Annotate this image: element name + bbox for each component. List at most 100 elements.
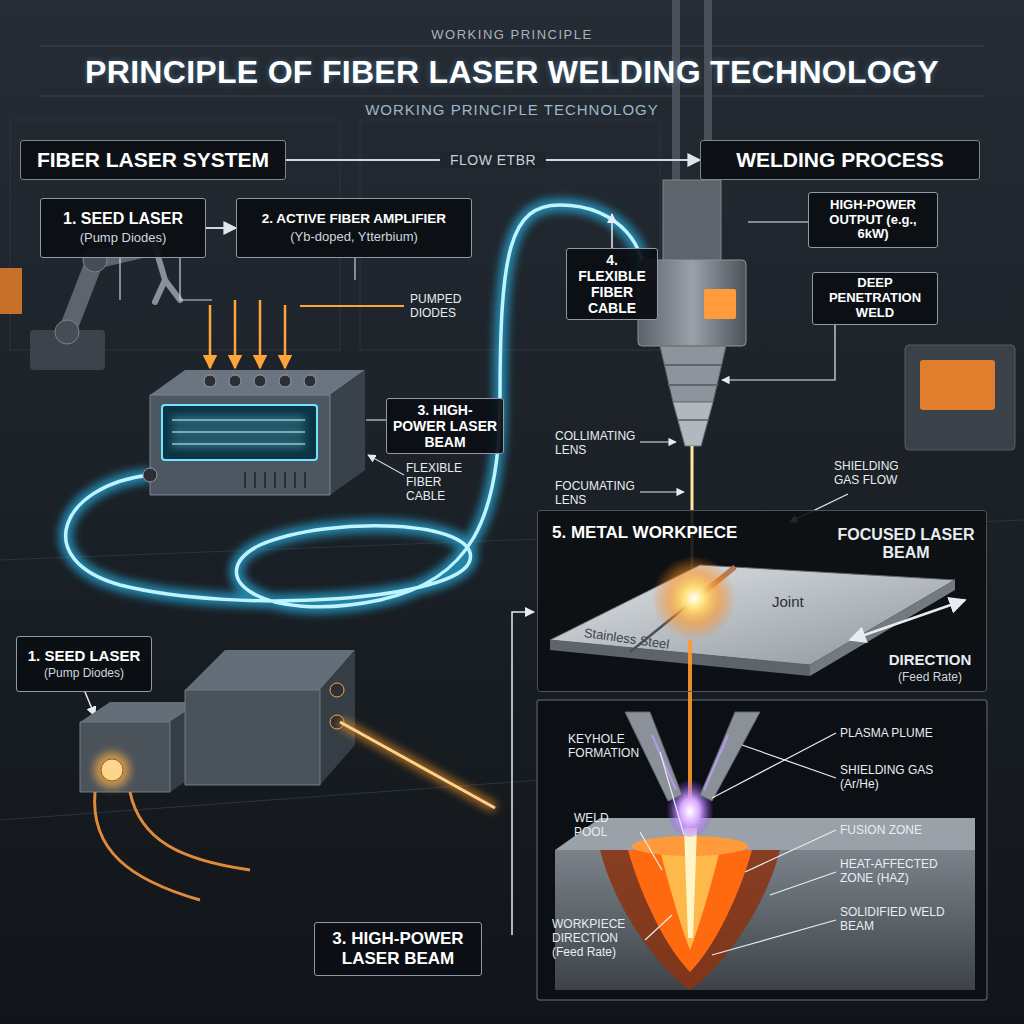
keyhole <box>684 828 697 938</box>
callout-label: PLASMA PLUME <box>840 727 980 741</box>
head-nozzle <box>660 346 726 402</box>
control-screen <box>920 360 995 410</box>
subtitle-text: WORKING PRINCIPLE <box>0 28 1024 43</box>
node-heading: 1. SEED LASER <box>28 647 141 664</box>
device-front <box>80 722 170 792</box>
leader-line <box>366 419 386 420</box>
node-subtext: (Pump Diodes) <box>44 666 124 680</box>
callout-label: FLEXIBLE FIBER CABLE <box>406 462 482 503</box>
leader-line <box>368 455 404 475</box>
pump-arrow <box>234 300 237 368</box>
amplifier-window <box>162 405 317 460</box>
leader-line <box>660 752 684 835</box>
callout-label: COLLIMATING LENS <box>555 430 639 458</box>
pump-arrow <box>259 300 262 368</box>
pump-port <box>254 375 266 387</box>
node-heading: 4. FLEXIBLE FIBER CABLE <box>572 252 652 316</box>
process-box: 2. ACTIVE FIBER AMPLIFIER(Yb-doped, Ytte… <box>236 198 472 258</box>
node-heading: 1. SEED LASER <box>63 210 183 228</box>
callout-label: PUMPED DIODES <box>410 293 482 321</box>
leader-arrow <box>722 322 835 380</box>
leader-line <box>770 872 836 895</box>
leader-line <box>645 915 672 940</box>
node-heading: 3. HIGH-POWER LASER BEAM <box>392 402 498 450</box>
leader-arrow <box>640 491 684 492</box>
leader-arrow <box>512 612 534 935</box>
device-top <box>150 370 365 395</box>
leader-line <box>712 920 836 955</box>
control-unit <box>905 345 1015 450</box>
subtitle-text: WORKING PRINCIPLE TECHNOLOGY <box>0 101 1024 118</box>
callout-label: FUSION ZONE <box>840 824 980 838</box>
node-heading: HIGH-POWER OUTPUT (e.g., 6kW) <box>814 198 932 243</box>
process-box: 4. FLEXIBLE FIBER CABLE <box>566 248 658 320</box>
diagram-title: PRINCIPLE OF FIBER LASER WELDING TECHNOL… <box>0 54 1024 91</box>
nozzle-ring <box>668 384 718 386</box>
robot-link <box>67 246 155 332</box>
device-side <box>330 370 365 495</box>
amplifier-device <box>143 370 404 495</box>
title-rule <box>40 96 984 97</box>
process-box: HIGH-POWER OUTPUT (e.g., 6kW) <box>808 192 938 248</box>
pump-leader <box>300 305 404 307</box>
header-box: WELDING PROCESS <box>700 140 980 180</box>
section-leaders <box>640 733 836 955</box>
leader-line <box>640 832 662 870</box>
title-rule <box>40 46 984 47</box>
cross-section-panel <box>537 700 987 1000</box>
head-display <box>704 289 736 319</box>
nozzle-ring <box>664 364 722 366</box>
node-heading: 2. ACTIVE FIBER AMPLIFIER <box>262 211 446 227</box>
process-box: 1. SEED LASER (Pump Diodes) <box>16 636 152 692</box>
vent-slot <box>304 472 306 488</box>
plate-edge <box>550 640 810 676</box>
process-box: 3. HIGH-POWER LASER BEAM <box>314 922 482 976</box>
callout-label: SHIELDING GAS (Ar/He) <box>840 764 950 792</box>
callout-label: KEYHOLE FORMATION <box>568 733 660 761</box>
warning-light <box>0 268 22 314</box>
pump-port <box>204 375 216 387</box>
leader-arrow <box>640 441 676 442</box>
node-heading: 5. METAL WORKPIECE <box>552 523 737 543</box>
leader-line <box>180 258 212 300</box>
callout-label: SHIELDING GAS FLOW <box>834 460 926 488</box>
vent-slot <box>244 472 246 488</box>
process-box: DEEP PENETRATION WELD <box>812 272 938 325</box>
vent-slot <box>284 472 286 488</box>
node-heading: 3. HIGH-POWER LASER BEAM <box>320 929 476 968</box>
pump-arrow <box>209 305 212 368</box>
direction-arrow <box>850 600 965 640</box>
pump-port <box>279 375 291 387</box>
leader-line <box>712 733 836 798</box>
device-side <box>320 650 355 785</box>
leader-line <box>119 258 120 300</box>
device-front <box>185 690 320 785</box>
leader-line <box>745 830 836 872</box>
callout-label: Joint <box>772 593 832 610</box>
amplifier-coil <box>172 420 305 444</box>
beam-glow <box>340 722 495 808</box>
head-column <box>663 180 721 265</box>
callout-label: WORKPIECE DIRECTION (Feed Rate) <box>552 918 648 959</box>
head-cable <box>672 0 680 185</box>
callout-label: WELD POOL <box>574 812 644 840</box>
robot-joint <box>55 320 79 344</box>
device-front <box>150 395 330 495</box>
workpiece-panel <box>537 510 987 692</box>
robot-arm <box>0 246 180 370</box>
nozzle-ring <box>678 419 708 421</box>
output-beam <box>340 722 495 808</box>
node-heading: FIBER LASER SYSTEM <box>37 148 269 172</box>
header-box: FIBER LASER SYSTEM <box>20 140 286 180</box>
leader-arrow <box>611 214 613 248</box>
process-box: 1. SEED LASER (Pump Diodes) <box>40 198 206 258</box>
callout-label: SOLIDIFIED WELD BEAM <box>840 906 952 934</box>
leader-line <box>354 258 355 280</box>
fiber-port <box>143 468 157 482</box>
vent-slot <box>264 472 266 488</box>
node-subtext: (Pump Diodes) <box>80 230 167 246</box>
pump-port <box>304 375 316 387</box>
lens-glow <box>94 752 130 788</box>
